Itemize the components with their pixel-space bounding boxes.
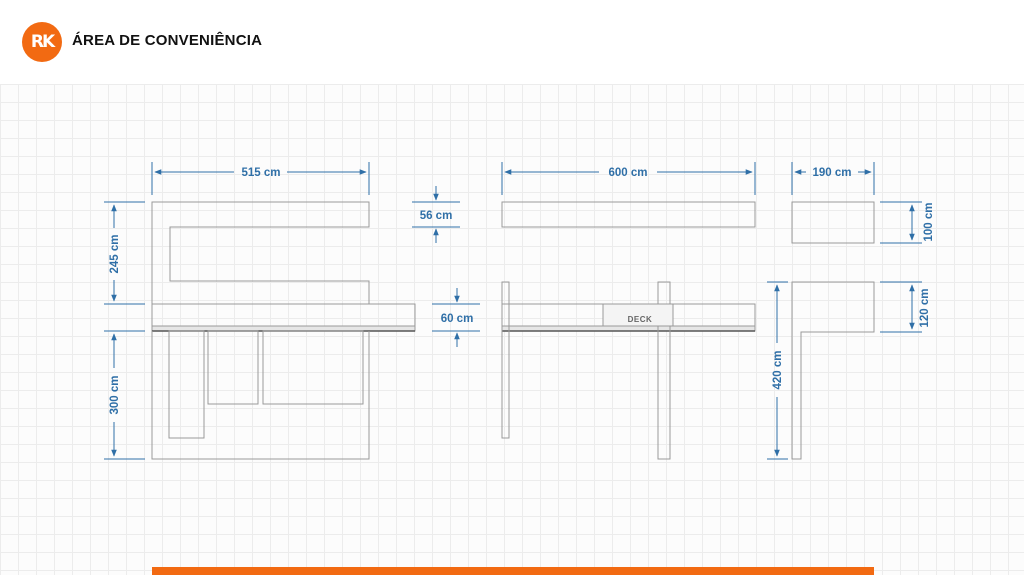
dim-height-right-mid: 120 cm xyxy=(919,288,931,327)
dim-width-right: 190 cm xyxy=(812,167,851,179)
top-beam xyxy=(501,201,756,228)
right-elevation xyxy=(791,201,875,460)
dim-depth-top: 56 cm xyxy=(420,210,453,222)
middle-elevation xyxy=(501,201,756,460)
bottom-accent-bar xyxy=(152,567,874,575)
dim-height-right-top: 100 cm xyxy=(923,202,935,241)
lower-panel-c xyxy=(262,330,364,405)
lower-panel-b xyxy=(207,330,259,405)
dimension-lines xyxy=(104,162,922,460)
deck-label: DECK xyxy=(628,315,653,324)
header: RK ÁREA DE CONVENIÊNCIA xyxy=(0,0,1024,84)
dimension-labels: 515 cm 600 cm 190 cm 56 cm 60 cm 245 cm … xyxy=(109,167,935,415)
counter-slab xyxy=(151,303,416,327)
post-left xyxy=(501,281,510,439)
lower-frame xyxy=(151,331,370,460)
dim-depth-counter: 60 cm xyxy=(441,313,474,325)
upper-c-shape xyxy=(151,201,370,305)
left-elevation xyxy=(151,201,416,460)
dim-height-upper-left: 245 cm xyxy=(109,234,121,273)
right-l-shape xyxy=(791,281,875,460)
dim-width-middle: 600 cm xyxy=(608,167,647,179)
dim-height-right-tall: 420 cm xyxy=(772,350,784,389)
deck-panel xyxy=(602,303,674,327)
logo: RK xyxy=(22,22,62,62)
page-title: ÁREA DE CONVENIÊNCIA xyxy=(72,32,263,49)
dim-height-lower-left: 300 cm xyxy=(109,375,121,414)
post-right xyxy=(657,281,671,460)
lower-panel-a xyxy=(168,330,205,439)
right-top-box xyxy=(791,201,875,244)
dim-width-left: 515 cm xyxy=(241,167,280,179)
